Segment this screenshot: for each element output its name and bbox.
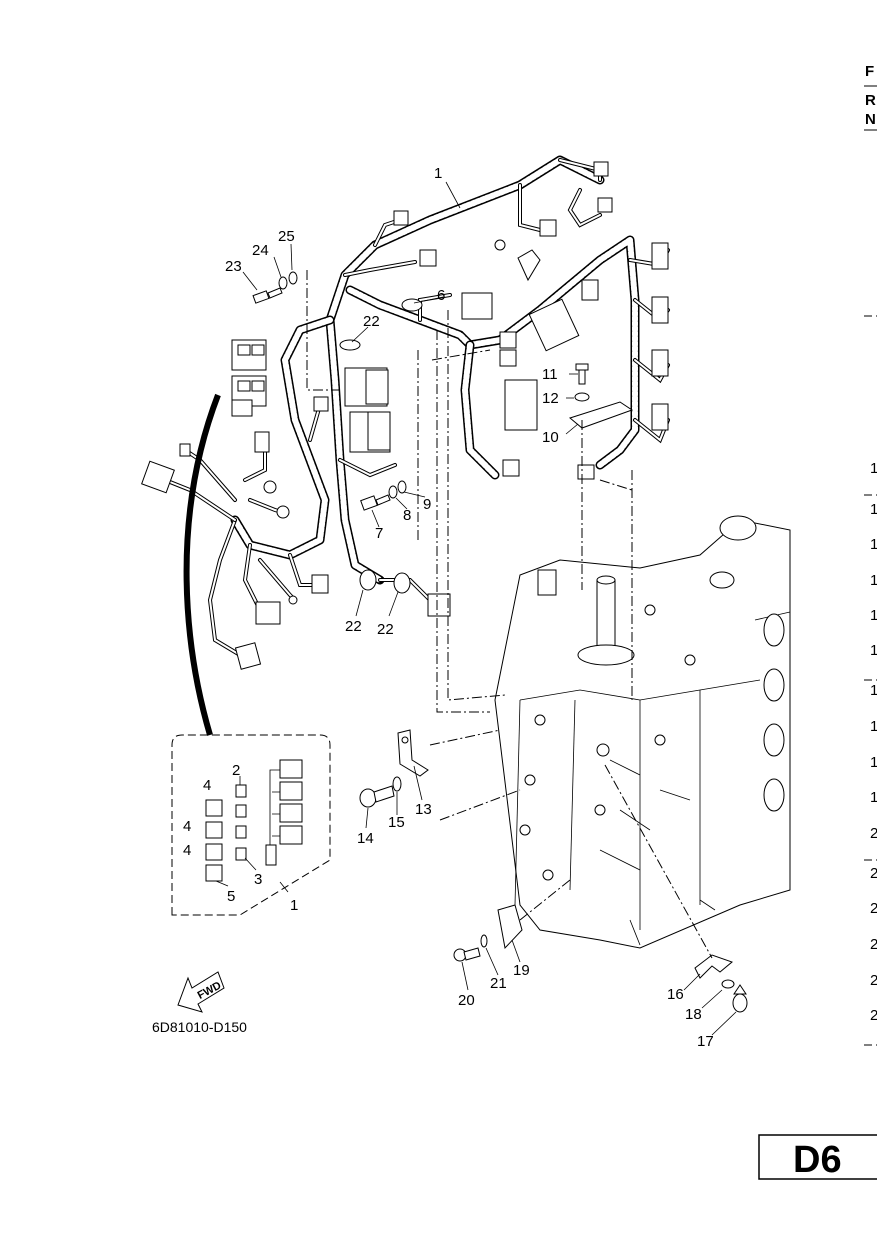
header-letter: N bbox=[865, 111, 876, 128]
callout: 1 bbox=[434, 165, 442, 182]
index-number: 1 bbox=[870, 572, 877, 589]
callout: 9 bbox=[423, 496, 431, 513]
index-number: 2 bbox=[870, 936, 877, 953]
callout: 8 bbox=[403, 507, 411, 524]
callout: 13 bbox=[415, 801, 432, 818]
callout: 22 bbox=[345, 618, 362, 635]
index-number: 2 bbox=[870, 900, 877, 917]
page-label-box: D6 bbox=[758, 1134, 877, 1181]
header-letter: R bbox=[865, 92, 876, 109]
callout: 5 bbox=[227, 888, 235, 905]
callout: 10 bbox=[542, 429, 559, 446]
diagram-code: 6D81010-D150 bbox=[152, 1019, 247, 1035]
index-number: 1 bbox=[870, 460, 877, 477]
header-letter: F bbox=[865, 63, 874, 80]
page-label: D6 bbox=[793, 1139, 842, 1181]
callout-numbers: 1 1 2 3 4 4 4 5 6 7 8 9 10 11 12 13 14 1… bbox=[183, 165, 714, 1050]
callout: 25 bbox=[278, 228, 295, 245]
index-number: 2 bbox=[870, 865, 877, 882]
index-number: 1 bbox=[870, 536, 877, 553]
callout: 22 bbox=[377, 621, 394, 638]
index-number: 1 bbox=[870, 642, 877, 659]
callout: 23 bbox=[225, 258, 242, 275]
wiring-harness bbox=[141, 155, 670, 670]
callout: 21 bbox=[490, 975, 507, 992]
callout: 17 bbox=[697, 1033, 714, 1050]
index-number: 2 bbox=[870, 972, 877, 989]
callout: 19 bbox=[513, 962, 530, 979]
callout: 6 bbox=[437, 287, 445, 304]
index-number: 1 bbox=[870, 789, 877, 806]
callout: 3 bbox=[254, 871, 262, 888]
index-number: 1 bbox=[870, 682, 877, 699]
detail-inset bbox=[171, 393, 331, 916]
callout: 7 bbox=[375, 525, 383, 542]
callout: 14 bbox=[357, 830, 374, 847]
callout: 4 bbox=[183, 818, 191, 835]
index-number: 1 bbox=[870, 501, 877, 518]
callout: 20 bbox=[458, 992, 475, 1009]
callout: 2 bbox=[232, 762, 240, 779]
leader-lines bbox=[242, 181, 737, 1036]
callout: 11 bbox=[542, 366, 558, 383]
index-column: F R N 1 1 1 1 1 1 1 1 1 1 2 2 2 2 2 2 bbox=[864, 63, 877, 1046]
callout: 4 bbox=[203, 777, 211, 794]
engine-block bbox=[494, 515, 791, 949]
forward-arrow-icon: FWD bbox=[177, 971, 225, 1013]
callout: 24 bbox=[252, 242, 269, 259]
index-number: 2 bbox=[870, 825, 877, 842]
index-number: 1 bbox=[870, 754, 877, 771]
small-parts bbox=[252, 271, 748, 1013]
index-number: 1 bbox=[870, 718, 877, 735]
index-number: 1 bbox=[870, 607, 877, 624]
index-number: 2 bbox=[870, 1007, 877, 1024]
callout: 16 bbox=[667, 986, 684, 1003]
callout: 12 bbox=[542, 390, 559, 407]
callout: 22 bbox=[363, 313, 380, 330]
callout: 18 bbox=[685, 1006, 702, 1023]
callout: 15 bbox=[388, 814, 405, 831]
callout: 1 bbox=[290, 897, 298, 914]
callout: 4 bbox=[183, 842, 191, 859]
